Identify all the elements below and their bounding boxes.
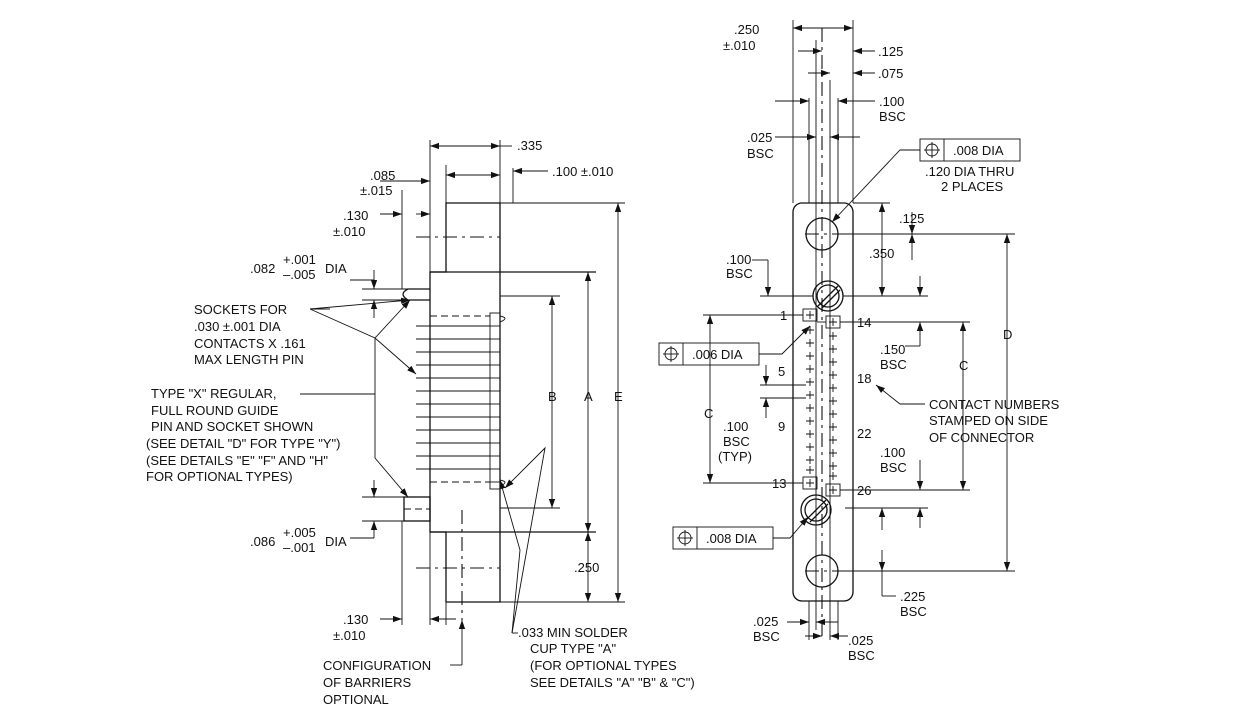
dim-085-tol: ±.015: [360, 183, 392, 198]
type-x-note-2: FULL ROUND GUIDE: [151, 403, 279, 418]
dim-150-b: BSC: [880, 357, 907, 372]
label-B: B: [548, 389, 557, 404]
dim-100-typ-3: (TYP): [718, 449, 752, 464]
contact-num-18: 18: [857, 371, 871, 386]
dim-025-right-b: BSC: [848, 648, 875, 663]
dim-100-bsc-top: .100: [879, 94, 904, 109]
dim-350: .350: [869, 246, 894, 261]
type-x-note-3: PIN AND SOCKET SHOWN: [151, 419, 313, 434]
dim-130-tol: ±.010: [333, 224, 365, 239]
solder-note-2: CUP TYPE "A": [530, 641, 616, 656]
side-view-labels: .335 .085 ±.015 .100 ±.010 .130 ±.010 .0…: [146, 138, 695, 707]
dim-025-bsc-top: .025: [747, 130, 772, 145]
dim-dia-1: DIA: [325, 261, 347, 276]
contact-note-3: OF CONNECTOR: [929, 430, 1034, 445]
dim-086-minus: –.001: [283, 540, 316, 555]
contact-note-2: STAMPED ON SIDE: [929, 413, 1048, 428]
contact-grid: [806, 311, 837, 494]
dim-250-tol: ±.010: [723, 38, 755, 53]
type-x-note-5: (SEE DETAILS "E" "F" AND "H": [146, 453, 328, 468]
dim-250-side: .250: [574, 560, 599, 575]
contact-num-5: 5: [778, 364, 785, 379]
side-body-outline: [429, 202, 501, 603]
front-view-labels: .250 ±.010 .125 .075 .100 BSC .025 BSC .…: [692, 22, 1060, 663]
dim-100-bsc3: .100: [880, 445, 905, 460]
dim-100-typ-1: .100: [723, 419, 748, 434]
dim-075: .075: [878, 66, 903, 81]
label-C-left: C: [704, 406, 713, 421]
type-x-note-4: (SEE DETAIL "D" FOR TYPE "Y"): [146, 436, 340, 451]
contact-num-1: 1: [780, 308, 787, 323]
dim-150: .150: [880, 342, 905, 357]
tol-008-top: .008 DIA: [953, 143, 1004, 158]
dim-100-010: .100 ±.010: [552, 164, 613, 179]
sockets-note-4: MAX LENGTH PIN: [194, 352, 304, 367]
label-D: D: [1003, 327, 1012, 342]
note-120-2: 2 PLACES: [941, 179, 1003, 194]
dim-130b-tol: ±.010: [333, 628, 365, 643]
side-view: [300, 140, 625, 666]
sockets-note-2: .030 ±.001 DIA: [194, 319, 281, 334]
solder-note-1: .033 MIN SOLDER: [518, 625, 628, 640]
dim-335: .335: [517, 138, 542, 153]
tol-frame-top: [831, 138, 1021, 223]
dim-085: .085: [370, 168, 395, 183]
tol-006: .006 DIA: [692, 347, 743, 362]
contact-num-14: 14: [857, 315, 871, 330]
sockets-note-3: CONTACTS X .161: [194, 336, 306, 351]
dim-dia-2: DIA: [325, 534, 347, 549]
dim-100-typ-2: BSC: [723, 434, 750, 449]
dim-250-front: .250: [734, 22, 759, 37]
label-A: A: [584, 389, 593, 404]
tol-frame-bottom: [672, 516, 809, 550]
contact-num-26: 26: [857, 483, 871, 498]
config-note-2: OF BARRIERS: [323, 675, 411, 690]
dim-100-bsc2: .100: [726, 252, 751, 267]
contact-rows: [416, 312, 506, 490]
dim-100-bsc2-b: BSC: [726, 266, 753, 281]
dim-082-plus: +.001: [283, 252, 316, 267]
contact-num-9: 9: [778, 419, 785, 434]
dim-086: .086: [250, 534, 275, 549]
tol-008-bottom: .008 DIA: [706, 531, 757, 546]
solder-note-4: SEE DETAILS "A" "B" & "C"): [530, 675, 695, 690]
dim-125b: .125: [899, 211, 924, 226]
dim-225: .225: [900, 589, 925, 604]
dim-025-bsc-top-b: BSC: [747, 146, 774, 161]
solder-note-3: (FOR OPTIONAL TYPES: [530, 658, 677, 673]
dim-100-bsc3-b: BSC: [880, 460, 907, 475]
dim-086-plus: +.005: [283, 525, 316, 540]
contact-note-1: CONTACT NUMBERS: [929, 397, 1060, 412]
dim-130b: .130: [343, 612, 368, 627]
contact-num-22: 22: [857, 426, 871, 441]
dim-082: .082: [250, 261, 275, 276]
note-120-1: .120 DIA THRU: [925, 164, 1014, 179]
config-note-1: CONFIGURATION: [323, 658, 431, 673]
label-C-right: C: [959, 358, 968, 373]
config-note-3: OPTIONAL: [323, 692, 389, 707]
type-x-note-6: FOR OPTIONAL TYPES): [146, 469, 293, 484]
dim-025-left: .025: [753, 614, 778, 629]
front-view: [658, 20, 1021, 640]
dim-225-b: BSC: [900, 604, 927, 619]
dim-082-minus: –.005: [283, 267, 316, 282]
sockets-note-1: SOCKETS FOR: [194, 302, 287, 317]
dim-100-bsc-top-b: BSC: [879, 109, 906, 124]
front-body-outline: [792, 202, 854, 602]
guide-pin-top: [402, 288, 430, 301]
type-x-note-1: TYPE "X" REGULAR,: [151, 386, 277, 401]
dim-130: .130: [343, 208, 368, 223]
dim-025-right: .025: [848, 633, 873, 648]
contact-num-13: 13: [772, 476, 786, 491]
dim-025-left-b: BSC: [753, 629, 780, 644]
label-E: E: [614, 389, 623, 404]
dim-125-top: .125: [878, 44, 903, 59]
